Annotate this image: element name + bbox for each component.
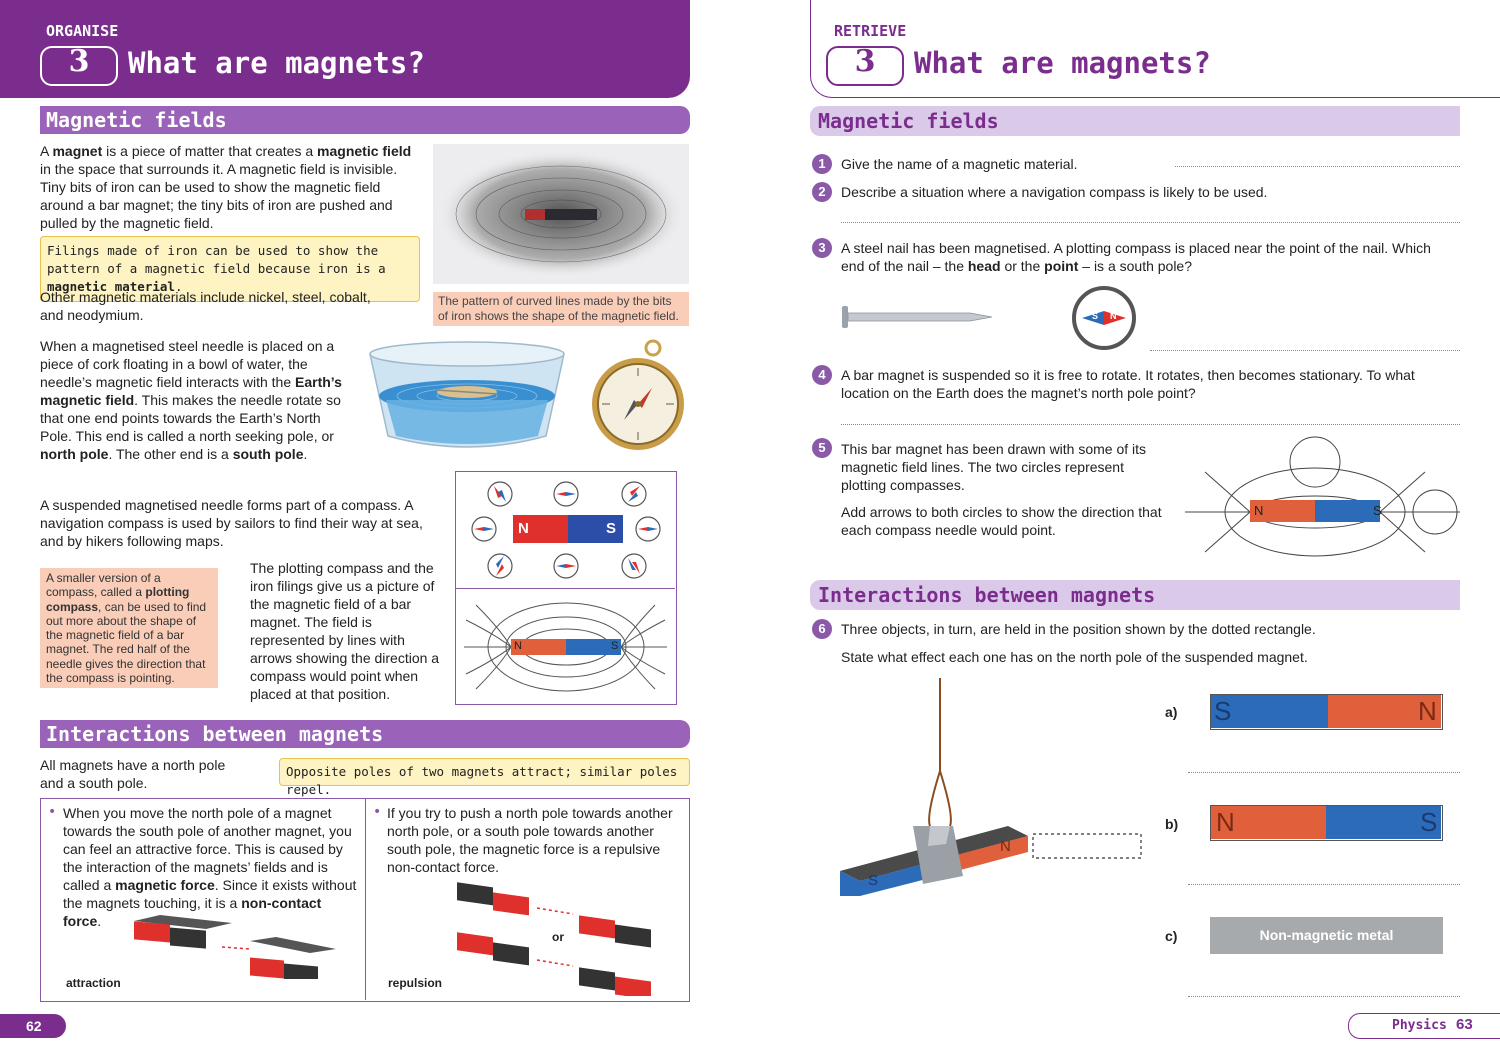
steel-nail-image (842, 306, 993, 328)
q5-extra-text: Add arrows to both circles to show the d… (841, 504, 1162, 538)
q5-number: 5 (812, 438, 832, 458)
footer-subject: Physics (1392, 1018, 1447, 1033)
right-magnetic-fields-heading: Magnetic fields (810, 106, 1460, 136)
q4-answer-line[interactable] (841, 424, 1460, 425)
repulsion-magnets-image (457, 882, 651, 996)
navigation-compass-image (590, 338, 688, 454)
left-magnetic-fields-heading: Magnetic fields (40, 106, 690, 134)
option-c-label: c) (1165, 928, 1178, 944)
left-note-iron: Filings made of iron can be used to show… (40, 236, 420, 302)
bullet-dot-2: • (373, 804, 382, 820)
field-diagram-s-label: S (611, 640, 619, 652)
q4-number: 4 (812, 365, 832, 385)
left-para-other-materials: Other magnetic materials include nickel,… (40, 289, 371, 323)
option-a-s-label: S (1214, 696, 1232, 726)
left-para-plotting: The plotting compass and the iron filing… (250, 560, 440, 702)
left-para-poles: All magnets have a north pole and a sout… (40, 757, 226, 791)
right-page-title: What are magnets? (914, 46, 1211, 80)
option-b-n-label: N (1216, 807, 1235, 837)
q3-text: A steel nail has been magnetised. A plot… (841, 240, 1431, 274)
bowl-of-water-image (366, 340, 568, 452)
attraction-label: attraction (66, 976, 121, 990)
q6-line2: State what effect each one has on the no… (841, 649, 1308, 665)
q4-text: A bar magnet is suspended so it is free … (841, 367, 1415, 401)
bullet-repulsion-text: If you try to push a north pole towards … (387, 805, 673, 875)
right-section-label: RETRIEVE (834, 22, 907, 40)
option-c-answer-line[interactable] (1188, 996, 1460, 997)
left-para-needle: When a magnetised steel needle is placed… (40, 338, 342, 462)
q2-answer-line[interactable] (841, 222, 1460, 223)
q5-magnet-n-label: N (1254, 503, 1264, 518)
suspended-magnet-image (840, 678, 1142, 896)
repulsion-label: repulsion (388, 976, 443, 990)
right-footer-tab (1348, 1013, 1500, 1039)
right-topic-badge (826, 46, 904, 86)
option-a-label: a) (1165, 704, 1178, 720)
right-topic-number: 3 (854, 44, 876, 79)
q3-number: 3 (812, 238, 832, 258)
diagram-magnet-n-label: N (518, 520, 529, 537)
or-label: or (552, 930, 564, 944)
option-a-magnet (1210, 694, 1443, 730)
left-para-magnet: A magnet is a piece of matter that creat… (40, 143, 412, 231)
right-interactions-heading: Interactions between magnets (810, 580, 1460, 610)
option-b-magnet (1210, 805, 1443, 841)
q1-text: Give the name of a magnetic material. (841, 156, 1078, 172)
right-page-number: 63 (1456, 1016, 1473, 1033)
hang-magnet-s-label: S (868, 872, 879, 889)
caption-iron-filings: The pattern of curved lines made by the … (433, 292, 689, 326)
iron-filings-image (433, 144, 689, 284)
left-page-title: What are magnets? (128, 46, 425, 80)
q3-compass-s-label: S (1092, 311, 1099, 321)
right-header-frame (810, 0, 1500, 98)
left-para-compass: A suspended magnetised needle forms part… (40, 497, 423, 549)
plotting-compass-image (1072, 286, 1136, 350)
hang-magnet-n-label: N (1000, 838, 1011, 855)
bullet-attraction-text: When you move the north pole of a magnet… (63, 805, 357, 929)
q6-line1: Three objects, in turn, are held in the … (841, 621, 1316, 637)
q2-text: Describe a situation where a navigation … (841, 184, 1268, 200)
field-diagram-n-label: N (514, 640, 522, 652)
q1-number: 1 (812, 154, 832, 174)
option-b-s-label: S (1420, 807, 1438, 837)
q5-bar-magnet-diagram (1185, 436, 1460, 557)
bullet-dot-1: • (48, 804, 57, 820)
left-note-plotting-compass: A smaller version of a compass, called a… (40, 568, 218, 689)
q3-compass-n-label: N (1110, 311, 1117, 321)
diagram-magnet-s-label: S (606, 520, 617, 537)
q2-number: 2 (812, 182, 832, 202)
option-c-metal: Non-magnetic metal (1210, 917, 1443, 954)
left-interactions-heading: Interactions between magnets (40, 720, 690, 748)
option-a-answer-line[interactable] (1188, 772, 1460, 773)
q6-number: 6 (812, 619, 832, 639)
option-a-n-label: N (1418, 696, 1437, 726)
q5-text: This bar magnet has been drawn with some… (841, 441, 1147, 493)
left-topic-number: 3 (68, 44, 90, 79)
q1-answer-line[interactable] (1175, 166, 1460, 167)
option-b-answer-line[interactable] (1188, 884, 1460, 885)
q3-answer-line[interactable] (1150, 350, 1460, 351)
left-note-attract-repel: Opposite poles of two magnets attract; s… (279, 758, 690, 797)
left-topic-badge (40, 46, 118, 86)
q5-magnet-s-label: S (1373, 503, 1382, 518)
attraction-magnets-image (134, 915, 336, 979)
left-section-label: ORGANISE (46, 22, 119, 40)
left-page-number: 62 (0, 1014, 66, 1038)
option-b-label: b) (1165, 816, 1179, 832)
plotting-compass-diagram: N S N S (455, 471, 677, 705)
interactions-box (40, 798, 690, 1002)
